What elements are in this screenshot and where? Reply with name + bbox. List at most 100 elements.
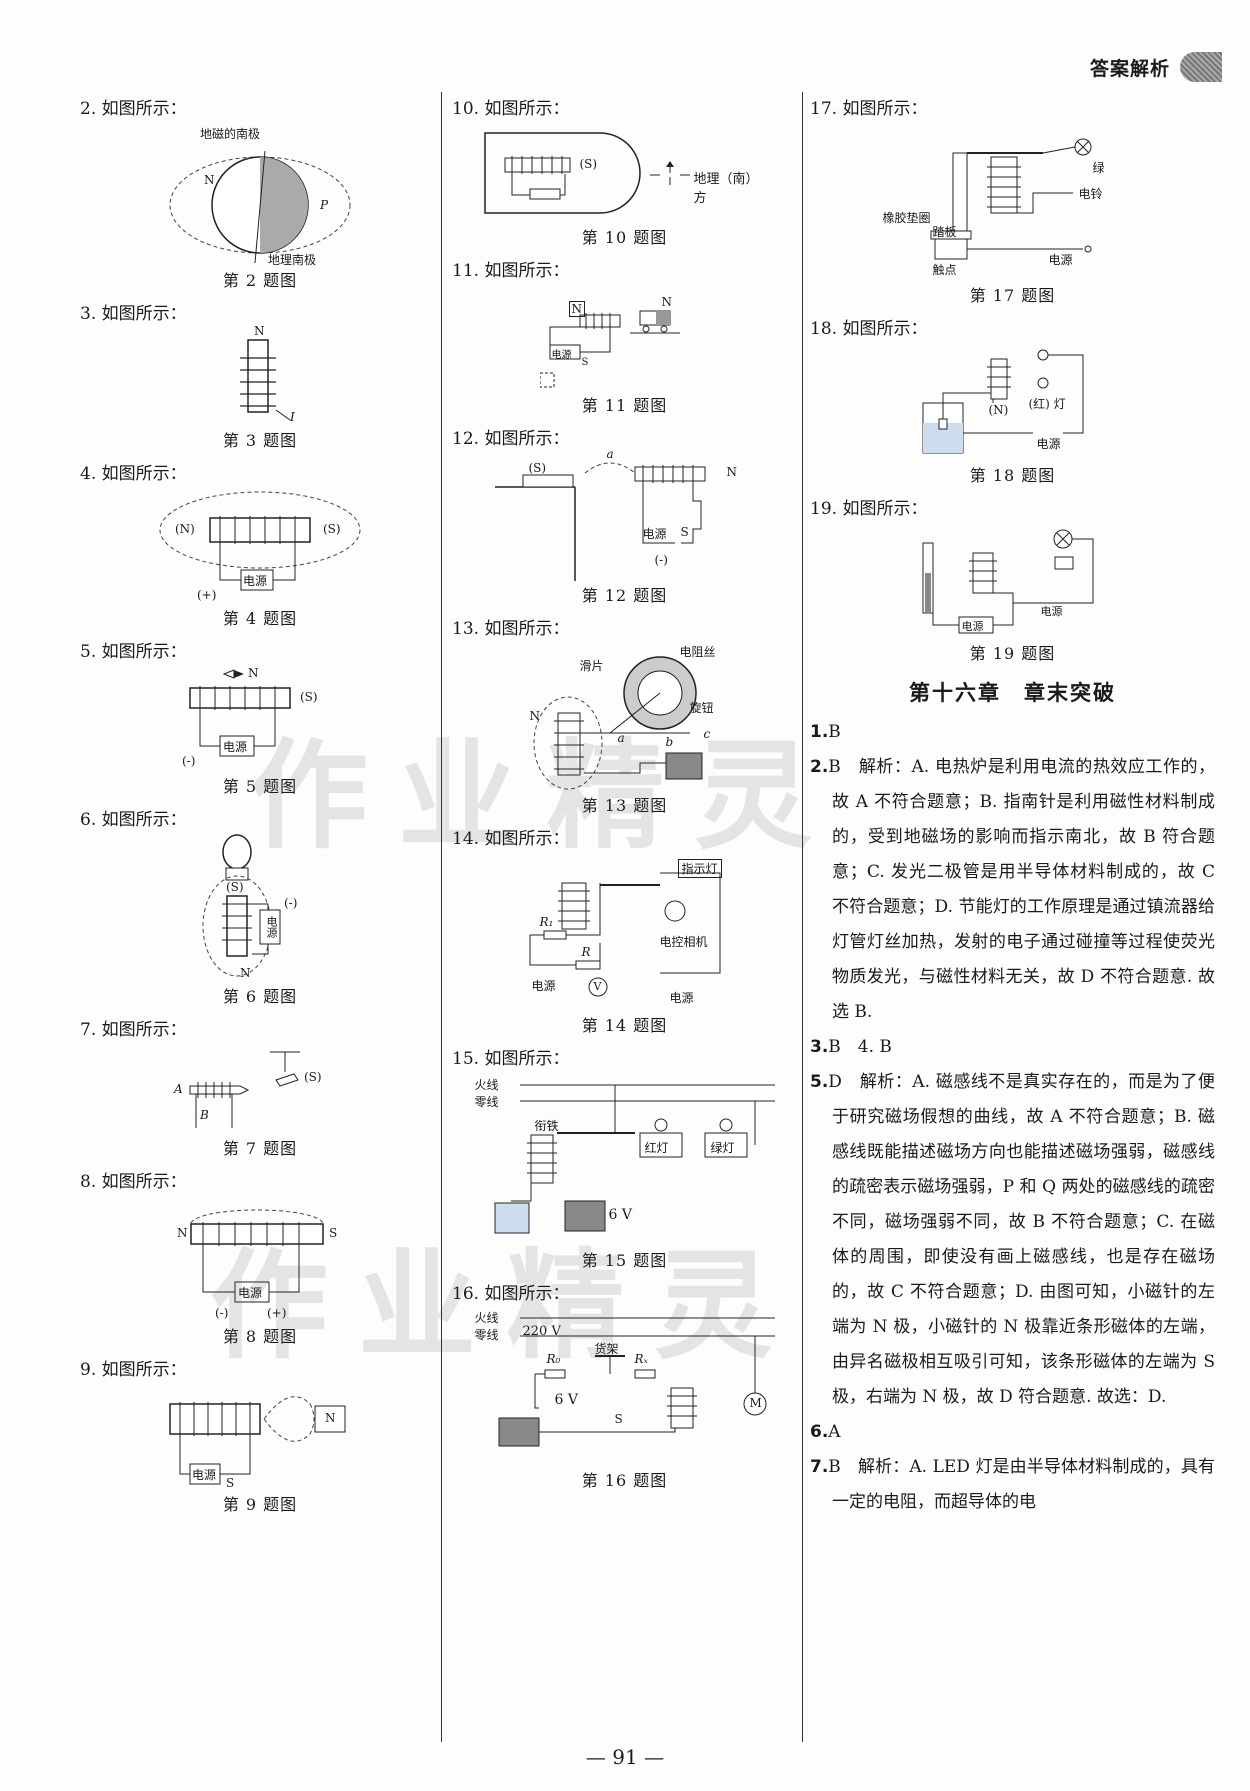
caption-12: 第 12 题图	[581, 586, 668, 605]
label-power-1: 电源	[531, 979, 556, 993]
answer-item: 1.B	[810, 722, 841, 742]
label-contact: 触点	[932, 263, 957, 277]
label-geomagnetic-south: 地磁的南极	[200, 127, 261, 141]
label-r1: R₁	[539, 915, 554, 929]
label-knob: 旋钮	[689, 701, 714, 715]
question-5: 5. 如图所示：	[80, 642, 187, 662]
label-switch: S	[581, 357, 589, 368]
question-18: 18. 如图所示：	[810, 319, 928, 339]
caption-15: 第 15 题图	[581, 1251, 668, 1270]
figure-7: A B (S)	[170, 1044, 350, 1136]
answer-item: 3.B 4. B	[810, 1037, 892, 1057]
label-power: 电源	[265, 916, 278, 938]
caption-9: 第 9 题图	[222, 1495, 298, 1514]
label-power-1: 电源	[961, 620, 984, 633]
page-header: 答案解析	[1090, 52, 1222, 82]
column-1: 2. 如图所示： 地磁的南极 N P 地理南极 第 2 题图 3. 如图所示： …	[80, 95, 440, 1524]
label-power-2: 电源	[669, 991, 694, 1005]
caption-4: 第 4 题图	[222, 609, 298, 628]
question-13: 13. 如图所示：	[452, 619, 570, 639]
label-p: P	[320, 198, 329, 212]
label-slider: 滑片	[579, 659, 604, 673]
label-switch: S	[614, 1412, 623, 1426]
label-green: 绿	[1092, 161, 1105, 175]
caption-2: 第 2 题图	[222, 271, 298, 290]
label-r: R	[581, 945, 591, 959]
caption-17: 第 17 题图	[969, 286, 1056, 305]
header-tab-decoration	[1180, 52, 1222, 82]
caption-18: 第 18 题图	[969, 466, 1056, 485]
label-pedal: 踏板	[932, 225, 957, 239]
label-s: S	[329, 1226, 338, 1240]
label-shelf: 货架	[594, 1342, 619, 1356]
label-n: N	[248, 666, 259, 680]
figure-15: 火线 零线 衔铁 红灯 绿灯 6 V	[475, 1073, 775, 1248]
label-motor: M	[749, 1396, 762, 1410]
label-n: N	[325, 1411, 336, 1425]
label-power: 电源	[551, 350, 572, 361]
label-rubber-washer: 橡胶垫圈	[882, 211, 931, 225]
question-3: 3. 如图所示：	[80, 304, 187, 324]
question-4: 4. 如图所示：	[80, 464, 187, 484]
answer-item: 7.B 解析：A. LED 灯是由半导体材料制成的，具有一定的电阻，而超导体的电	[810, 1457, 1215, 1512]
label-b: B	[200, 1108, 209, 1122]
label-neutral-wire: 零线	[474, 1095, 499, 1109]
watermark: 作业精灵	[250, 727, 843, 865]
label-electric-bell: 电铃	[1078, 187, 1103, 201]
label-minus: (-)	[215, 1306, 229, 1320]
figure-3: N I	[210, 324, 310, 428]
label-minus: (-)	[654, 553, 668, 567]
label-power: 电源	[642, 527, 667, 541]
label-a: a	[617, 731, 625, 745]
label-n-car: N	[661, 295, 673, 309]
question-17: 17. 如图所示：	[810, 99, 928, 119]
label-n: N	[204, 173, 215, 187]
question-19: 19. 如图所示：	[810, 499, 928, 519]
label-geographic-south: 地理南极	[268, 253, 317, 267]
caption-10: 第 10 题图	[581, 228, 668, 247]
label-red-lamp: (红) 灯	[1028, 397, 1066, 411]
question-9: 9. 如图所示：	[80, 1360, 187, 1380]
label-6v: 6 V	[554, 1392, 578, 1408]
question-10: 10. 如图所示：	[452, 99, 570, 119]
label-power: 电源	[1036, 437, 1061, 451]
chapter-title: 第十六章 章末突破	[909, 681, 1116, 705]
label-b: b	[665, 735, 674, 749]
label-n: N	[726, 465, 738, 479]
figure-9: N 电源 S	[160, 1384, 360, 1492]
label-s: (S)	[300, 690, 318, 704]
column-3: 17. 如图所示： 橡胶垫圈 踏板 触点 绿 电铃 电源 第 17 题图 18.…	[810, 95, 1215, 1520]
label-r0: R₀	[546, 1352, 561, 1366]
label-n: N	[254, 324, 265, 338]
label-220v: 220 V	[522, 1324, 561, 1339]
label-voltmeter: V	[593, 980, 602, 993]
caption-14: 第 14 题图	[581, 1016, 668, 1035]
caption-16: 第 16 题图	[581, 1471, 668, 1490]
label-switch: S	[226, 1476, 235, 1490]
question-6: 6. 如图所示：	[80, 810, 187, 830]
figure-13: 电阻丝 滑片 旋钮 N a b c	[490, 643, 760, 793]
figure-11: N N 电源 S	[539, 285, 710, 393]
label-n: N	[177, 1226, 188, 1240]
label-s: (S)	[323, 522, 341, 536]
label-geographic-south-direction: 地理（南）方	[693, 172, 759, 206]
figure-4: (N) (S) 电源 (+)	[145, 488, 375, 606]
label-a: a	[606, 447, 614, 461]
label-green-lamp: 绿灯	[710, 1141, 735, 1155]
label-6v: 6 V	[608, 1207, 632, 1223]
answer-list: 1.B 2.B 解析：A. 电热炉是利用电流的热效应工作的，故 A 不符合题意；…	[810, 715, 1215, 1520]
label-power: 电源	[223, 740, 248, 754]
figure-18: (N) (红) 灯 电源	[913, 343, 1113, 463]
label-plus: (+)	[197, 588, 217, 602]
figure-10: (S) 地理（南）方	[480, 123, 770, 225]
question-11: 11. 如图所示：	[452, 261, 570, 281]
label-indicator-lamp: 指示灯	[677, 859, 722, 878]
column-divider	[441, 92, 442, 1742]
column-divider	[802, 92, 803, 1742]
label-electric-camera: 电控相机	[659, 935, 708, 949]
caption-19: 第 19 题图	[969, 644, 1056, 663]
label-s: (S)	[226, 880, 244, 894]
label-neutral-wire: 零线	[474, 1328, 499, 1342]
question-7: 7. 如图所示：	[80, 1020, 187, 1040]
figure-12: (S) a N 电源 S (-)	[494, 447, 755, 583]
